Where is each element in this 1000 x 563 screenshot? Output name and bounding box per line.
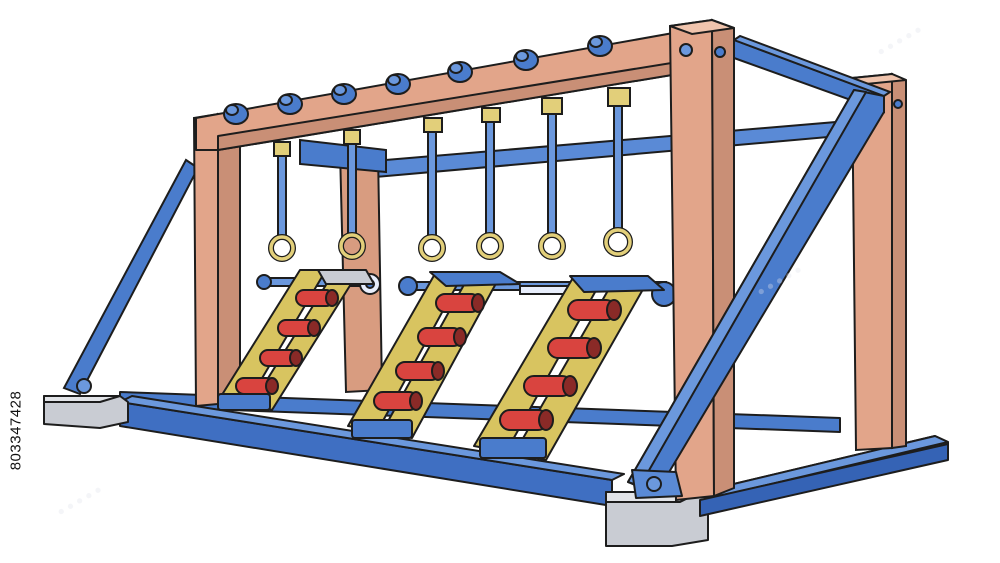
brace-left-pin [76, 378, 92, 394]
bolt-icon [447, 61, 473, 83]
svg-text:•••••: ••••• [52, 480, 108, 525]
hanging-rings [268, 87, 633, 262]
roller [567, 299, 622, 321]
ring-hanger [418, 117, 446, 262]
bolt-icon [513, 49, 539, 71]
ring-hanger [476, 107, 504, 260]
roller [259, 349, 303, 367]
front-post-left [192, 112, 241, 408]
stock-id-label: 803347428 [4, 330, 28, 530]
top-bolts [223, 35, 613, 125]
svg-text:•••••: ••••• [872, 20, 928, 65]
ring-hanger [538, 97, 566, 260]
brace-right-pin [646, 476, 662, 492]
roller [395, 361, 445, 381]
ladder-3 [473, 275, 665, 461]
bolt-icon [385, 73, 411, 95]
brace-left [62, 158, 200, 396]
roller [417, 327, 467, 347]
stock-id-text: 803347428 [7, 390, 25, 470]
roller [547, 337, 602, 359]
roller [499, 409, 554, 431]
roller [295, 289, 339, 307]
ring-hanger [338, 129, 366, 260]
roller [523, 375, 578, 397]
roller [235, 377, 279, 395]
bolt-icon [331, 83, 357, 105]
roller [435, 293, 485, 313]
rear-post-left [299, 138, 387, 394]
ring-hanger [268, 141, 296, 262]
ladder-1 [217, 269, 375, 411]
ladder-2 [347, 271, 521, 439]
roller [373, 391, 423, 411]
ring-hanger [603, 87, 633, 257]
brace-right [627, 89, 885, 499]
bolt-icon [223, 103, 249, 125]
bolt-icon [587, 35, 613, 57]
roller [277, 319, 321, 337]
bolt-icon [277, 93, 303, 115]
rear-post-right [850, 72, 907, 452]
